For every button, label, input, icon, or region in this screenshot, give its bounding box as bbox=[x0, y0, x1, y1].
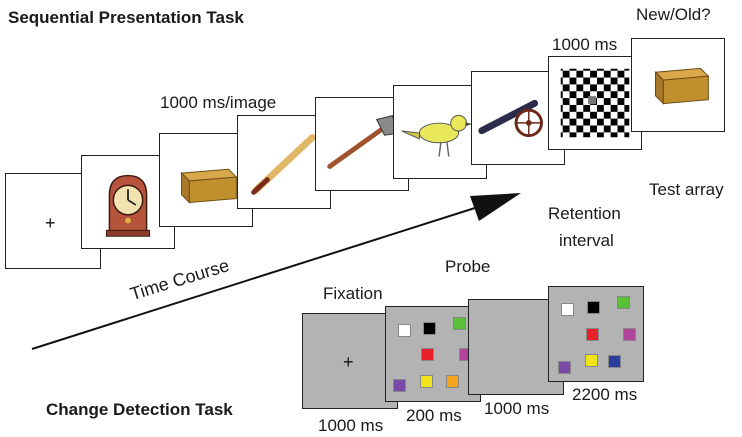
test-square-4 bbox=[586, 328, 599, 341]
retention-duration: 1000 ms bbox=[552, 35, 618, 54]
wooden-box-icon bbox=[180, 168, 238, 204]
wooden-box-icon bbox=[654, 67, 710, 105]
cd-probe-card bbox=[385, 306, 481, 402]
probe-square-3 bbox=[453, 317, 466, 330]
fixation-cross: + bbox=[343, 352, 354, 372]
baseball-bat-icon bbox=[251, 134, 316, 195]
test-array-label: Test array bbox=[649, 180, 724, 199]
bird-icon bbox=[401, 114, 473, 157]
test-card bbox=[631, 38, 725, 132]
probe-square-4 bbox=[421, 348, 434, 361]
box-card bbox=[159, 133, 253, 227]
retention-label-1: Retention bbox=[548, 204, 621, 223]
per-image-duration: 1000 ms/image bbox=[160, 93, 277, 112]
question-label: New/Old? bbox=[636, 5, 711, 24]
cd-duration-2: 200 ms bbox=[406, 406, 462, 425]
probe-square-8 bbox=[446, 375, 459, 388]
fixation-label: Fixation bbox=[323, 284, 383, 303]
test-square-7 bbox=[585, 354, 598, 367]
fixation-cross: + bbox=[45, 213, 56, 233]
clock-icon bbox=[105, 174, 151, 237]
cd-duration-3: 1000 ms bbox=[484, 399, 550, 418]
probe-square-1 bbox=[398, 324, 411, 337]
cd-test-card bbox=[548, 286, 644, 382]
test-square-8 bbox=[608, 355, 621, 368]
retention-label-2: interval bbox=[559, 231, 614, 250]
cannon-icon bbox=[478, 99, 543, 138]
probe-label: Probe bbox=[445, 257, 491, 276]
test-square-5 bbox=[623, 328, 636, 341]
probe-square-2 bbox=[423, 322, 436, 335]
axe-icon bbox=[327, 115, 399, 169]
sequential-task-title: Sequential Presentation Task bbox=[8, 8, 244, 27]
cd-duration-1: 1000 ms bbox=[318, 416, 384, 435]
mask-card bbox=[548, 56, 642, 150]
test-square-6 bbox=[558, 361, 571, 374]
test-square-3 bbox=[617, 296, 630, 309]
cd-fixation-card: + bbox=[302, 313, 398, 409]
probe-square-7 bbox=[420, 375, 433, 388]
cd-duration-4: 2200 ms bbox=[572, 385, 638, 404]
test-square-1 bbox=[561, 303, 574, 316]
checkerboard-mask bbox=[560, 68, 630, 138]
probe-square-6 bbox=[393, 379, 406, 392]
test-square-2 bbox=[587, 301, 600, 314]
change-detection-title: Change Detection Task bbox=[46, 400, 233, 419]
